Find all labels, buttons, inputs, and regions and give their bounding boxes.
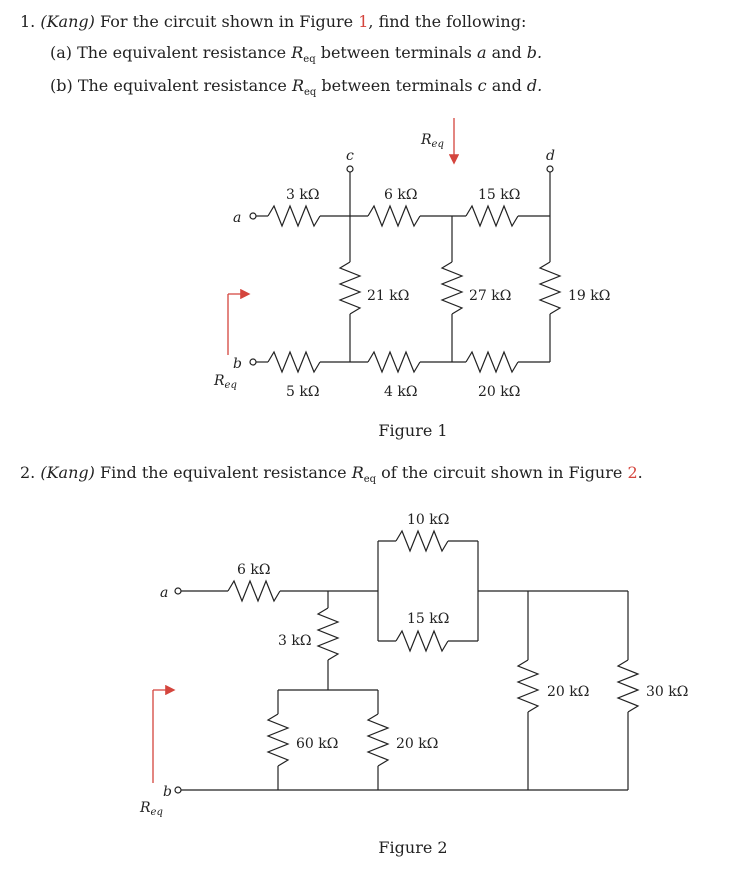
label-15k: 15 kΩ [407,611,449,627]
terminal-b-label: b [233,356,242,372]
problem-1-part-a: (a) The equivalent resistance Req betwee… [50,43,543,66]
label-4k: 4 kΩ [384,384,417,400]
label-30k: 30 kΩ [646,684,688,700]
resistor-6k [367,204,421,228]
resistor-15k [465,204,519,228]
problem-1-part-b: (b) The equivalent resistance Req betwee… [50,76,543,99]
terminal-b-node [249,358,257,366]
req-label-ab: Req [213,373,237,391]
label-20k-right: 20 kΩ [547,684,589,700]
label-10k: 10 kΩ [407,512,449,528]
terminal-a-node [174,587,182,595]
resistor-21k [338,261,362,315]
terminal-a-label: a [160,585,168,601]
resistor-19k [538,261,562,315]
terminal-c-label: c [346,148,354,164]
label-20k: 20 kΩ [478,384,520,400]
label-3k: 3 kΩ [278,633,311,649]
resistor-20k [465,350,519,374]
figure-1 [249,165,562,374]
req-label-cd: Req [420,132,444,150]
resistor-30k [616,659,640,713]
resistor-60k [266,713,290,767]
resistor-3k [267,204,321,228]
resistor-4k [367,350,421,374]
terminal-a-label: a [233,210,241,226]
label-60k: 60 kΩ [296,736,338,752]
label-6k: 6 kΩ [384,187,417,203]
req-label: Req [139,800,163,818]
label-20k-mid: 20 kΩ [396,736,438,752]
label-3k: 3 kΩ [286,187,319,203]
resistor-20k-right [516,659,540,713]
resistor-5k [267,350,321,374]
terminal-b-node [174,786,182,794]
label-5k: 5 kΩ [286,384,319,400]
figure-2-link[interactable]: 2 [627,463,638,482]
terminal-a-node [249,212,257,220]
resistor-20k-mid [366,713,390,767]
resistor-27k [440,261,464,315]
terminal-c-node [346,165,354,173]
resistor-15k [395,629,449,653]
problem-2-statement: 2. (Kang) Find the equivalent resistance… [20,463,643,486]
label-19k: 19 kΩ [568,288,610,304]
label-15k: 15 kΩ [478,187,520,203]
resistor-6k [227,579,281,603]
problem-1-statement: 1. (Kang) For the circuit shown in Figur… [20,12,527,31]
resistor-3k [316,607,340,661]
label-27k: 27 kΩ [469,288,511,304]
label-21k: 21 kΩ [367,288,409,304]
figure-1-link[interactable]: 1 [358,12,369,31]
terminal-b-label: b [163,784,172,800]
terminal-d-label: d [546,148,555,164]
figure-2 [174,529,640,794]
figure-2-caption: Figure 2 [378,838,447,857]
label-6k: 6 kΩ [237,562,270,578]
resistor-10k [395,529,449,553]
figure-1-caption: Figure 1 [378,421,447,440]
terminal-d-node [546,165,554,173]
